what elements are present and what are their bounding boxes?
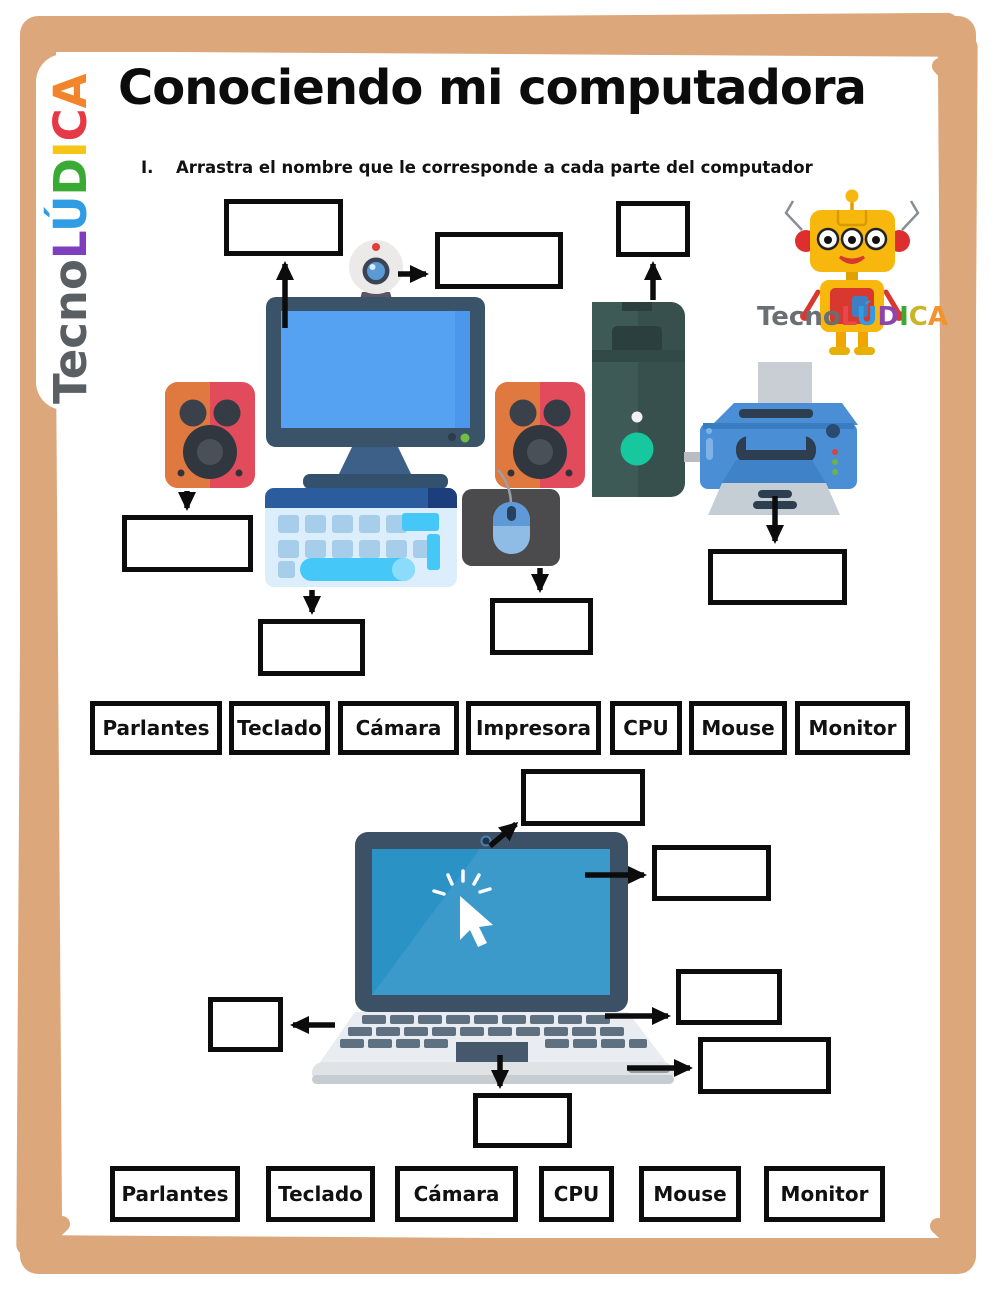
keyboard-icon <box>265 488 457 587</box>
word-chip-monitor-1[interactable]: Monitor <box>795 701 910 755</box>
drop-box-printer[interactable] <box>708 549 847 605</box>
mouse-icon <box>462 469 560 566</box>
drop-box-laptop-camera[interactable] <box>521 769 645 826</box>
instruction-number: I. <box>141 158 154 177</box>
drop-box-mouse[interactable] <box>490 598 593 655</box>
word-chip-cpu-1[interactable]: CPU <box>610 701 682 755</box>
robot-mascot-logo <box>784 189 920 355</box>
drop-box-monitor[interactable] <box>224 199 343 256</box>
drop-box-keyboard[interactable] <box>258 619 365 676</box>
logo-prefix: Tecno <box>757 302 841 332</box>
word-chip-parlantes-2[interactable]: Parlantes <box>110 1166 240 1222</box>
speaker-right-icon <box>495 382 585 488</box>
printer-icon <box>700 362 858 515</box>
word-chip-camara-2[interactable]: Cámara <box>395 1166 518 1222</box>
drop-box-laptop-keyboard[interactable] <box>676 969 782 1025</box>
instruction-text: Arrastra el nombre que le corresponde a … <box>176 158 813 177</box>
word-chip-impresora-1[interactable]: Impresora <box>466 701 601 755</box>
drop-box-camera[interactable] <box>435 232 563 289</box>
word-chip-mouse-1[interactable]: Mouse <box>689 701 787 755</box>
cpu-tower-icon <box>592 302 702 497</box>
drop-box-laptop-touchpad[interactable] <box>473 1093 572 1148</box>
word-chip-monitor-2[interactable]: Monitor <box>764 1166 885 1222</box>
drop-box-laptop-base[interactable] <box>698 1037 831 1094</box>
word-chip-teclado-2[interactable]: Teclado <box>266 1166 375 1222</box>
tecnoludica-logo: TecnoLÚDICA <box>757 302 948 332</box>
arrow-laptop-camera-to-box <box>488 821 519 849</box>
monitor-icon <box>266 297 485 489</box>
drop-box-laptop-left[interactable] <box>208 997 283 1052</box>
cursor-icon <box>432 869 493 947</box>
word-chip-camara-1[interactable]: Cámara <box>338 701 459 755</box>
drop-box-laptop-screen[interactable] <box>652 845 771 901</box>
word-chip-teclado-1[interactable]: Teclado <box>229 701 330 755</box>
word-chip-parlantes-1[interactable]: Parlantes <box>90 701 222 755</box>
word-chip-cpu-2[interactable]: CPU <box>539 1166 614 1222</box>
page-title: Conociendo mi computadora <box>118 60 867 116</box>
drop-box-cpu[interactable] <box>616 201 690 257</box>
speaker-left-icon <box>165 382 255 488</box>
drop-box-speakers[interactable] <box>122 515 253 572</box>
word-chip-mouse-2[interactable]: Mouse <box>639 1166 741 1222</box>
laptop-icon <box>312 832 674 1084</box>
